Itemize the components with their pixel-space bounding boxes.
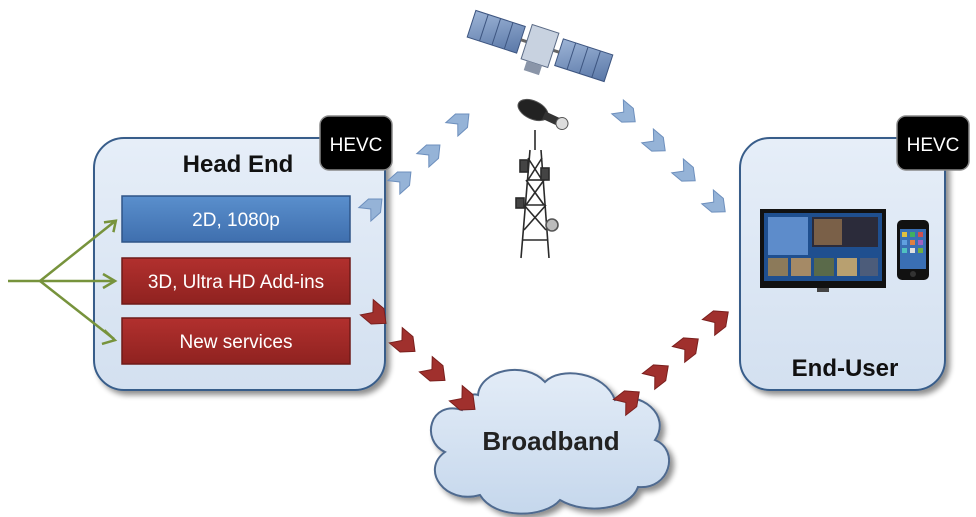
satellite-dish-icon xyxy=(517,98,569,131)
broadband-cloud xyxy=(429,368,671,515)
svg-text:HEVC: HEVC xyxy=(330,135,383,156)
service-bar-3d[interactable]: 3D, Ultra HD Add-ins xyxy=(121,257,351,305)
hevc-badge-head-end: HEVC xyxy=(319,115,393,171)
broadband-label: Broadband xyxy=(482,426,619,456)
head-end-title: Head End xyxy=(183,151,294,178)
service-bar-2d[interactable]: 2D, 1080p xyxy=(121,195,351,243)
service-label: New services xyxy=(180,332,293,353)
end-user-panel: End-User xyxy=(739,115,970,391)
hevc-badge-end-user: HEVC xyxy=(896,115,970,171)
svg-text:HEVC: HEVC xyxy=(907,135,960,156)
service-label: 2D, 1080p xyxy=(192,210,280,231)
head-end-panel: Head End 2D, 1080p 3D, Ultra HD Add-ins … xyxy=(93,115,393,391)
broadcast-tower-icon xyxy=(515,130,559,259)
service-label: 3D, Ultra HD Add-ins xyxy=(148,272,324,293)
smartphone-icon xyxy=(897,220,929,280)
end-user-title: End-User xyxy=(792,355,899,382)
service-bar-new[interactable]: New services xyxy=(121,317,351,365)
input-arrows xyxy=(8,219,118,346)
broadband-out-arrows xyxy=(612,303,735,416)
tv-screen-icon xyxy=(760,209,886,292)
downlink-arrows xyxy=(611,99,732,220)
satellite-icon xyxy=(466,9,614,83)
